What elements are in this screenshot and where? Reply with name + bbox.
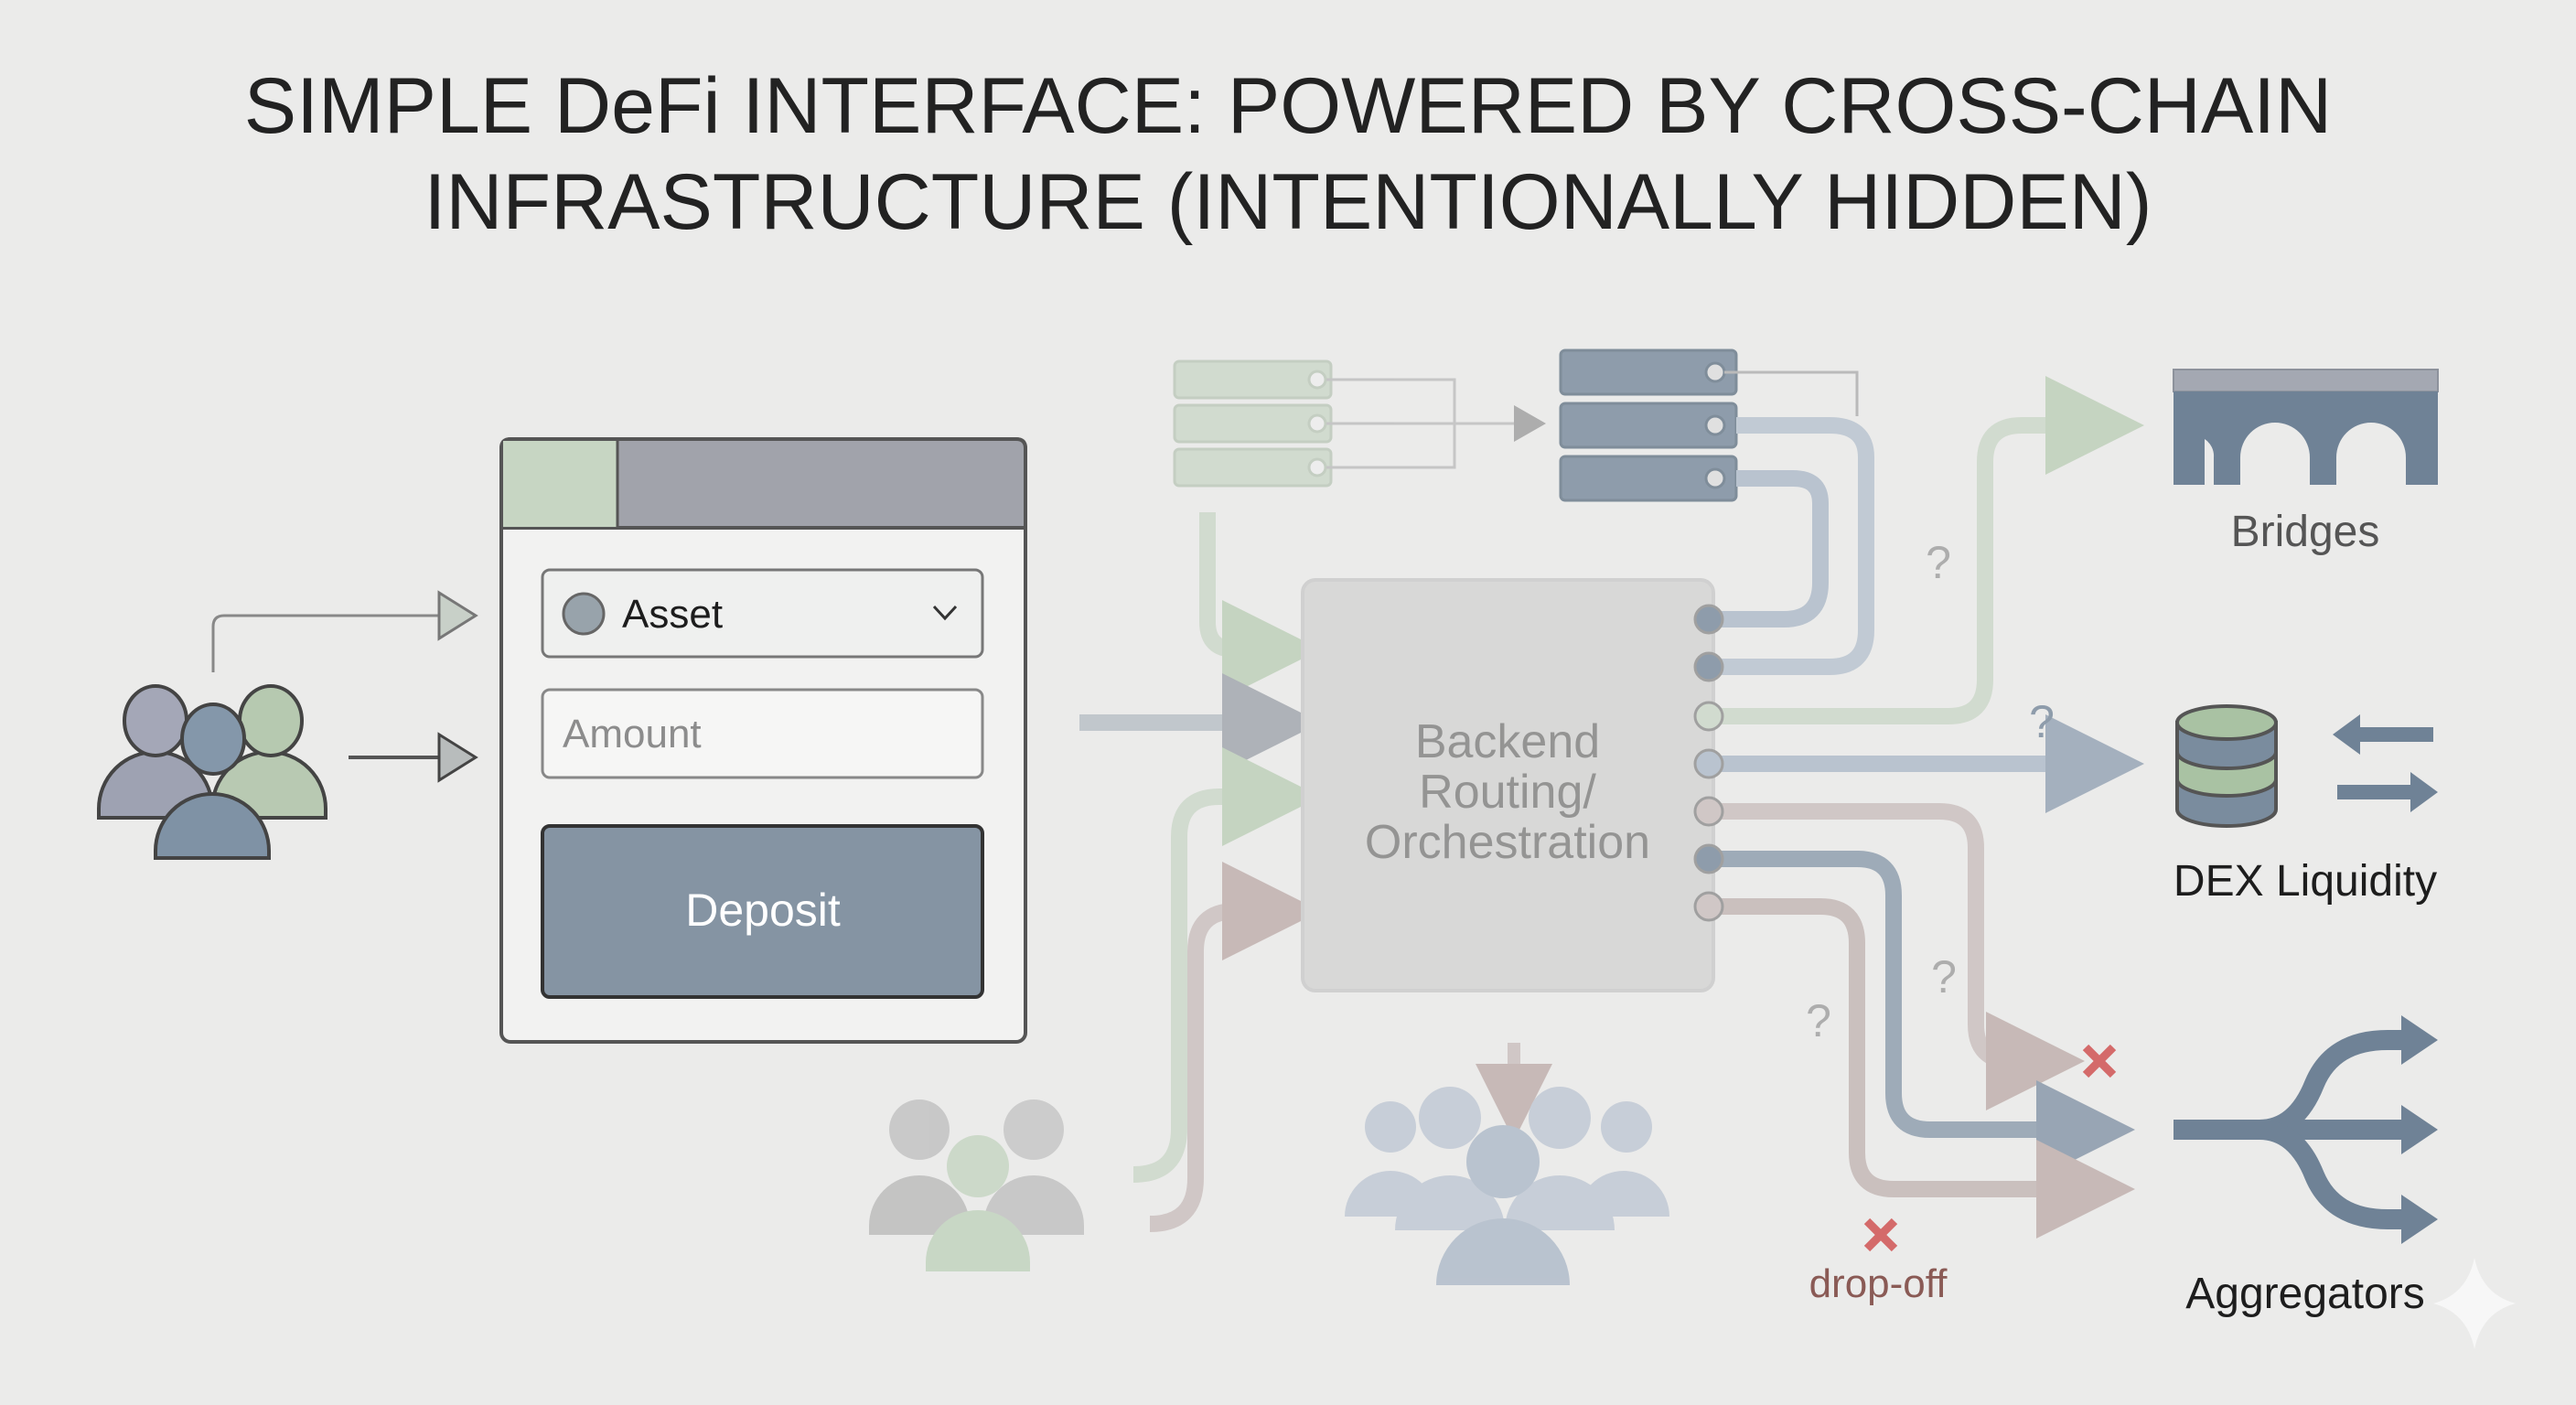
asset-token-icon [562, 592, 606, 636]
unknown-marker: ? [1926, 537, 1951, 588]
unknown-marker: ? [1806, 995, 1831, 1046]
fork-arrow-heads [2401, 1015, 2438, 1244]
deposit-button-label: Deposit [685, 885, 841, 936]
backend-label-line-3: Orchestration [1365, 816, 1650, 869]
backend-routing-box [1301, 578, 1715, 992]
swap-arrows-icon [2333, 714, 2438, 812]
arrow-head-icon [1514, 405, 1546, 442]
hidden-infrastructure: Backend Routing/ Orchestration ? ? ? ? [869, 349, 2144, 1285]
server-stack-icon-blue [1559, 349, 1738, 502]
flow-arrow-to-asset [211, 614, 462, 672]
bridge-icon [2173, 369, 2439, 485]
users-group-icon [97, 684, 327, 860]
database-icon [2175, 704, 2278, 828]
title-line-2: INFRASTRUCTURE (INTENTIONALLY HIDDEN) [424, 158, 2152, 246]
dex-liquidity-label: DEX Liquidity [2174, 857, 2437, 906]
arrow-head-icon [437, 590, 478, 641]
amount-input[interactable]: Amount [541, 688, 984, 779]
asset-select-label: Asset [622, 592, 723, 637]
window-tab-active [503, 441, 617, 527]
backend-label-line-1: Backend [1415, 715, 1600, 768]
fork-arrows-icon [2174, 1030, 2410, 1229]
chevron-down-icon [932, 605, 958, 621]
output-ports [1693, 604, 1724, 922]
faded-users-group-icon [869, 1099, 1084, 1271]
amount-placeholder: Amount [563, 712, 702, 756]
unknown-marker: ? [1931, 951, 1957, 1003]
unknown-marker: ? [2029, 696, 2055, 747]
deposit-button[interactable]: Deposit [541, 824, 984, 999]
arrow-head-icon [437, 732, 478, 783]
drop-off-label: drop-off [1809, 1261, 1948, 1306]
title-line-1: SIMPLE DeFi INTERFACE: POWERED BY CROSS-… [244, 62, 2333, 150]
aggregators-label: Aggregators [2185, 1270, 2425, 1318]
asset-select[interactable]: Asset [541, 568, 984, 659]
backend-label-line-2: Routing/ [1419, 766, 1596, 819]
bridges-label: Bridges [2231, 508, 2380, 556]
server-stack-icon-green [1173, 359, 1333, 488]
faded-crowd-icon [1345, 1087, 1669, 1285]
sparkle-icon [2433, 1258, 2516, 1349]
failure-x-icon [2082, 1044, 2117, 1078]
failure-x-icon [1863, 1217, 1898, 1252]
